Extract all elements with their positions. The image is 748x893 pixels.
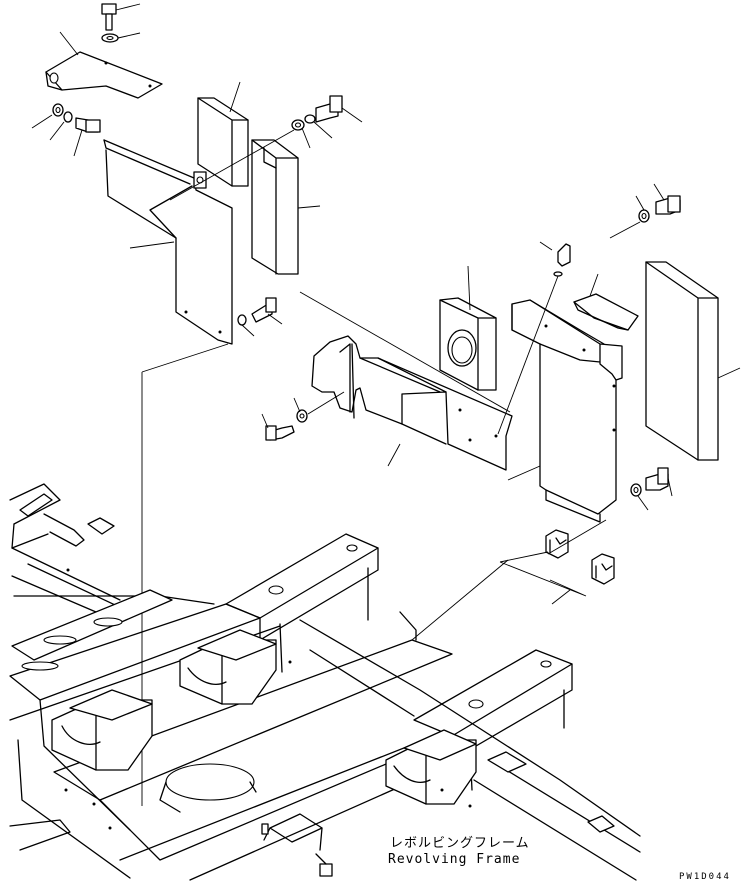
washer-middle (237, 314, 255, 337)
frame-large-hole (165, 763, 255, 801)
leader-line-center (299, 291, 511, 413)
frame-small-block (587, 815, 615, 833)
bolt-center-left (261, 413, 295, 441)
revolving-frame (9, 483, 641, 881)
saddle-mount-3 (385, 729, 477, 805)
rubber-pad-right (645, 261, 741, 461)
hole-spacer-block (439, 265, 497, 391)
washer-top (101, 32, 141, 43)
bolt-center (315, 95, 363, 123)
frame-small-plate (487, 751, 527, 773)
caption-english: Revolving Frame (388, 852, 521, 867)
drawing-code: PW1D044 (679, 872, 731, 882)
washer-right-low (630, 483, 649, 511)
top-bracket-plate (45, 31, 163, 99)
caption-japanese: レボルビングフレーム (390, 836, 530, 851)
bolt-right-low (645, 467, 673, 497)
bolt-middle (251, 297, 283, 325)
clip-pair (499, 519, 615, 605)
washer-center (304, 114, 333, 139)
rubber-pad-upper (197, 81, 249, 187)
bolt-top (101, 3, 141, 31)
spacer-wedge (573, 273, 639, 331)
washer-center-left (293, 391, 345, 423)
saddle-mount-1 (51, 689, 153, 771)
right-cover-plate (507, 299, 623, 523)
bolt-right-mid (497, 241, 571, 435)
leader-line-right (411, 559, 509, 641)
bolt-left (73, 117, 101, 157)
bolt-right-top (653, 183, 681, 215)
washer-left-2 (49, 111, 73, 141)
nut-center (169, 119, 311, 201)
leader-line-left-top (141, 343, 229, 373)
rubber-pad-long (251, 139, 321, 275)
center-cover-panel (311, 335, 513, 471)
washer-right-top (609, 195, 650, 239)
washer-left (31, 103, 64, 129)
saddle-mount-2 (179, 629, 277, 705)
